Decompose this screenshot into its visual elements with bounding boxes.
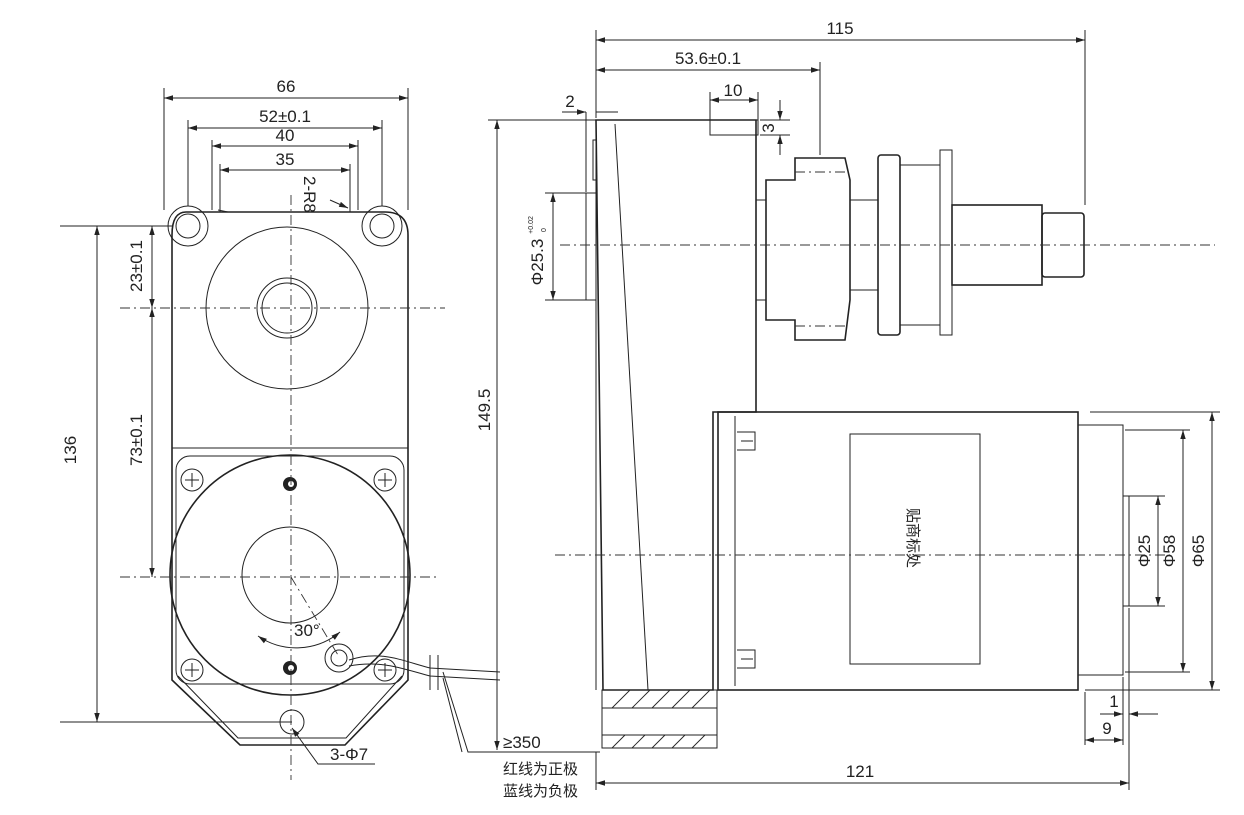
dim-lead-length: ≥350 xyxy=(503,733,541,752)
note-red-wire: 红线为正极 xyxy=(503,760,578,778)
dim-9: 9 xyxy=(1102,719,1111,738)
dim-10: 10 xyxy=(724,81,743,100)
dim-3: 3 xyxy=(759,123,778,132)
dim-73: 73±0.1 xyxy=(127,414,146,466)
dim-1: 1 xyxy=(1109,692,1118,711)
mount-hole-left xyxy=(175,213,201,239)
dim-phi65: Φ65 xyxy=(1189,535,1208,567)
dim-phi25: Φ25 xyxy=(1135,535,1154,567)
dim-phi25-3-upper-tol: +0.02 xyxy=(528,216,535,234)
dim-2: 2 xyxy=(565,92,574,111)
motor-end-cap xyxy=(1077,424,1124,676)
dim-23: 23±0.1 xyxy=(127,240,146,292)
dim-35: 35 xyxy=(276,150,295,169)
side-screw-icon xyxy=(737,431,756,669)
hatch-pattern xyxy=(611,689,711,749)
front-dimension-labels: 66 52±0.1 40 35 2-R8 23±0.1 73±0.1 136 3… xyxy=(61,77,368,764)
motor-flange xyxy=(175,455,405,685)
dim-r8: 2-R8 xyxy=(300,176,319,213)
dim-phi25-3: Φ25.3 xyxy=(528,239,547,286)
dim-phi58: Φ58 xyxy=(1160,535,1179,567)
side-view xyxy=(442,30,1220,790)
note-label-area: 贴商标处 xyxy=(904,508,922,568)
screw-icons xyxy=(180,468,397,682)
lead-grommet xyxy=(324,643,354,673)
dim-136: 136 xyxy=(61,436,80,464)
dim-angle-30: 30° xyxy=(294,621,320,640)
drawing-notes: 红线为正极 蓝线为负极 贴商标处 xyxy=(503,508,922,800)
lead-wire xyxy=(348,655,501,673)
dim-149-5: 149.5 xyxy=(475,389,494,432)
front-outline-inner xyxy=(177,675,403,739)
motor-circle xyxy=(169,454,411,696)
lead-leader xyxy=(442,671,600,753)
dim-66: 66 xyxy=(277,77,296,96)
dim-holes: 3-Φ7 xyxy=(330,745,368,764)
motor-hub xyxy=(241,526,339,624)
angle-arc xyxy=(257,631,341,649)
motor-body xyxy=(717,411,1079,691)
label-area-box xyxy=(849,433,981,665)
dim-121: 121 xyxy=(846,762,874,781)
side-dimension-labels: 115 53.6±0.1 10 2 3 149.5 Φ25.3 +0.02 0 … xyxy=(475,19,1208,781)
shaft-coupler xyxy=(765,157,851,341)
front-boss xyxy=(585,192,597,301)
dim-phi25-3-lower-tol: 0 xyxy=(541,228,548,232)
dim-53-6: 53.6±0.1 xyxy=(675,49,741,68)
dim-40: 40 xyxy=(276,126,295,145)
note-blue-wire: 蓝线为负极 xyxy=(503,782,578,800)
dim-52: 52±0.1 xyxy=(259,107,311,126)
gearbox-base xyxy=(601,689,718,749)
front-view xyxy=(60,88,501,780)
dim-115: 115 xyxy=(826,19,853,38)
shaft-circle-outer xyxy=(256,277,318,339)
front-outline xyxy=(171,211,409,746)
mount-hole-right xyxy=(369,213,395,239)
